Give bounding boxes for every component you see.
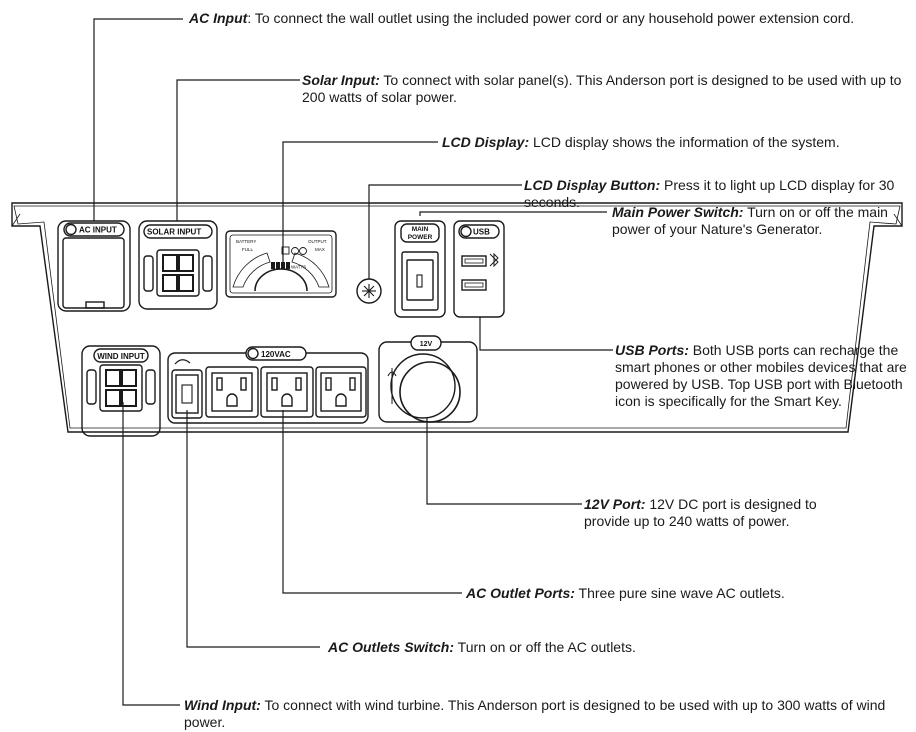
callout-text: Both USB ports can recharge the smart ph… (615, 342, 907, 409)
callout-ac-input: AC Input: To connect the wall outlet usi… (189, 10, 855, 26)
callout-text: Turn on or off the main power of your Na… (612, 204, 888, 237)
ac-outlets-group (167, 346, 369, 424)
callout-title: AC Outlets Switch: (328, 639, 455, 655)
main-power-label-line1: MAIN (412, 226, 429, 233)
callout-title: AC Outlet Ports: (466, 585, 575, 601)
callout-wind-input: Wind Input: To connect with wind turbine… (184, 697, 886, 731)
lcd-full-label: FULL (242, 247, 254, 252)
wind-input-label: WIND INPUT (97, 352, 145, 361)
callout-lcd-display: LCD Display: LCD display shows the infor… (442, 134, 916, 151)
callout-dc-port: 12V Port: 12V DC port is designed to pro… (584, 496, 834, 530)
callout-title: USB Ports: (615, 342, 689, 358)
solar-input-port (138, 220, 218, 310)
callout-title: 12V Port: (584, 496, 646, 512)
callout-text: To connect with solar panel(s). This And… (302, 72, 902, 105)
leader-lines (93, 18, 613, 706)
lcd-output-label: OUTPUT (308, 239, 327, 244)
bluetooth-icon (489, 252, 499, 268)
ac-outlet-2 (260, 366, 314, 418)
callout-title: Solar Input: (302, 72, 380, 88)
main-power-label-line2: POWER (408, 234, 433, 241)
ac-outlet-3 (315, 366, 367, 418)
callout-text: To connect the wall outlet using the inc… (254, 10, 855, 26)
dc-12v-port (378, 335, 478, 423)
callout-ac-switch: AC Outlets Switch: Turn on or off the AC… (328, 639, 888, 656)
lcd-display (225, 230, 337, 298)
callout-title: Wind Input: (184, 697, 261, 713)
lcd-watts-label: WATTS (291, 265, 306, 270)
callout-title: LCD Display: (442, 134, 530, 150)
callout-solar-input: Solar Input: To connect with solar panel… (302, 72, 902, 106)
usb-ports (453, 220, 505, 318)
ac-input-port (57, 220, 131, 312)
solar-input-label: SOLAR INPUT (147, 228, 201, 237)
callout-text: Turn on or off the AC outlets. (457, 639, 636, 655)
vac-label: 120VAC (261, 350, 291, 359)
panel-outline (11, 202, 903, 433)
callout-lcd-button: LCD Display Button: Press it to light up… (524, 177, 909, 211)
lcd-battery-label: BATTERY (236, 239, 256, 244)
callout-title: AC Input (189, 10, 248, 26)
callout-main-power: Main Power Switch: Turn on or off the ma… (612, 204, 912, 238)
ac-outlet-1 (205, 366, 259, 418)
callout-text: 12V DC port is designed to provide up to… (584, 496, 817, 529)
callout-title: Main Power Switch: (612, 204, 744, 220)
callout-ac-outlets: AC Outlet Ports: Three pure sine wave AC… (466, 585, 906, 602)
main-power-switch (394, 220, 446, 318)
dc-12v-label: 12V (420, 341, 433, 348)
lcd-display-button (356, 278, 382, 304)
wind-input-port (81, 345, 161, 437)
callout-text: Three pure sine wave AC outlets. (578, 585, 785, 601)
callout-text: LCD display shows the information of the… (533, 134, 840, 150)
callout-title: LCD Display Button: (524, 177, 661, 193)
usb-label: USB (473, 228, 490, 237)
lcd-max-label: MAX (315, 247, 325, 252)
panel-inner-outline (13, 205, 901, 429)
callout-text: To connect with wind turbine. This Ander… (184, 697, 886, 730)
ac-input-label: AC INPUT (79, 226, 117, 235)
callout-usb-ports: USB Ports: Both USB ports can recharge t… (615, 342, 911, 410)
callout-text: Press it to light up LCD display for 30 … (524, 177, 895, 210)
